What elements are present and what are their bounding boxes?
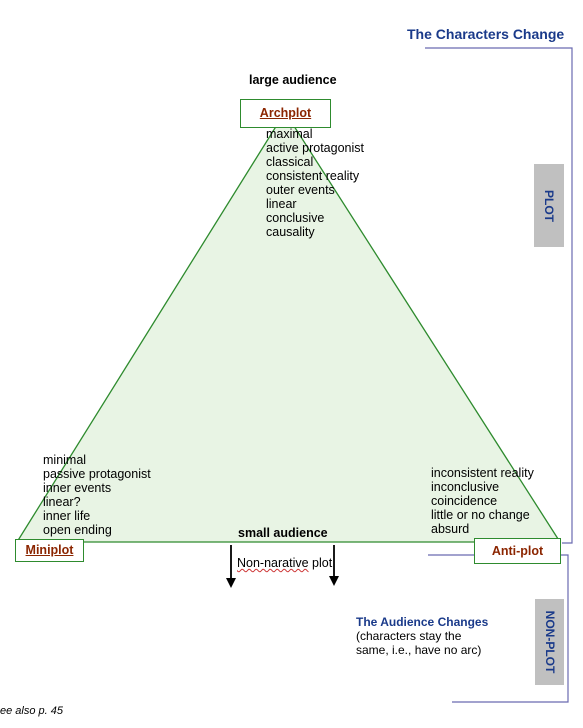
antiplot-trait: coincidence: [431, 494, 498, 508]
archplot-traits: maximal active protagonist classical con…: [266, 127, 364, 239]
miniplot-traits: minimal passive protagonist inner events…: [43, 453, 151, 537]
miniplot-trait: inner events: [43, 481, 112, 495]
archplot-trait: conclusive: [266, 211, 325, 225]
archplot-trait: active protagonist: [266, 141, 364, 155]
archplot-trait: consistent reality: [266, 169, 360, 183]
archplot-trait: outer events: [266, 183, 335, 197]
audience-changes-heading: The Audience Changes: [356, 615, 489, 629]
archplot-box: Archplot: [240, 99, 331, 128]
plot-tab-label: PLOT: [542, 189, 556, 222]
large-audience-label: large audience: [249, 73, 337, 87]
characters-change-bracket: [425, 47, 573, 544]
plot-tab: PLOT: [534, 164, 564, 247]
antiplot-trait: inconsistent reality: [431, 466, 534, 480]
archplot-trait: maximal: [266, 127, 313, 141]
archplot-trait: linear: [266, 197, 297, 211]
miniplot-trait: linear?: [43, 495, 81, 509]
miniplot-label: Miniplot: [25, 543, 74, 557]
footnote: ee also p. 45: [0, 705, 63, 717]
left-arrow-head: [226, 578, 236, 588]
miniplot-trait: inner life: [43, 509, 91, 523]
characters-change-heading: The Characters Change: [407, 26, 565, 42]
nonplot-tab-label: NON-PLOT: [542, 610, 557, 674]
archplot-label: Archplot: [259, 106, 312, 120]
audience-changes-line: same, i.e., have no arc): [356, 643, 482, 657]
non-narrative-word: Non-narative: [237, 556, 309, 570]
antiplot-label: Anti-plot: [491, 544, 544, 558]
non-narrative-label: Non-narative plot: [237, 556, 332, 570]
audience-changes-block: The Audience Changes (characters stay th…: [356, 615, 488, 657]
miniplot-trait: passive protagonist: [43, 467, 151, 481]
nonplot-tab: NON-PLOT: [535, 599, 564, 685]
small-audience-label: small audience: [238, 526, 328, 540]
miniplot-trait: minimal: [43, 453, 87, 467]
archplot-trait: classical: [266, 155, 314, 169]
antiplot-box: Anti-plot: [474, 538, 561, 564]
right-arrow-head: [329, 576, 339, 586]
non-narrative-suffix: plot: [308, 556, 333, 570]
miniplot-trait: open ending: [43, 523, 112, 537]
miniplot-box: Miniplot: [15, 539, 84, 562]
plot-triangle: [15, 110, 562, 543]
antiplot-trait: inconclusive: [431, 480, 500, 494]
antiplot-traits: inconsistent reality inconclusive coinci…: [431, 466, 534, 536]
antiplot-trait: absurd: [431, 522, 470, 536]
audience-changes-line: (characters stay the: [356, 629, 462, 643]
archplot-trait: causality: [266, 225, 315, 239]
antiplot-trait: little or no change: [431, 508, 530, 522]
